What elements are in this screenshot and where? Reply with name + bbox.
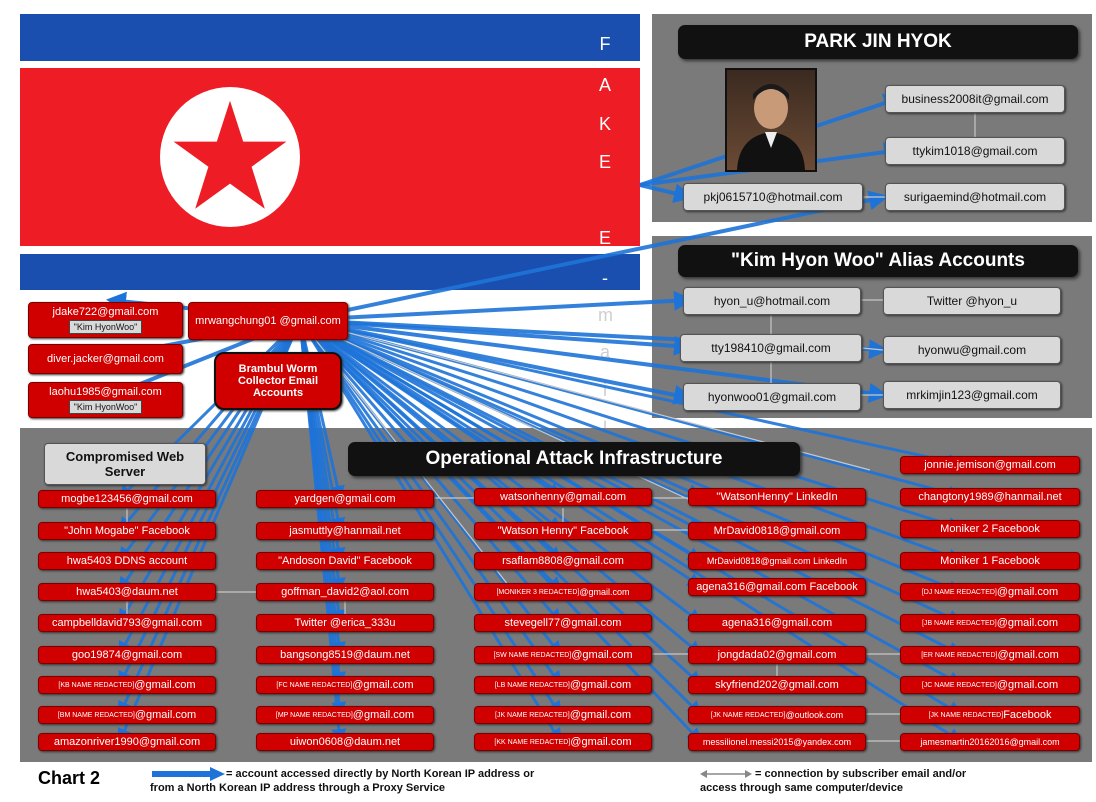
fake-label-letter: K — [598, 114, 611, 134]
blue-access-arrow — [299, 318, 703, 656]
person-icon — [737, 84, 805, 170]
fake-label-letter: m — [598, 305, 613, 325]
ops-account: skyfriend202@gmail.com — [688, 676, 866, 694]
ops-account: jamesmartin20162016@gmail.com — [900, 733, 1080, 751]
fake-label-letter: E — [598, 152, 611, 172]
ops-account: changtony1989@hanmail.net — [900, 488, 1080, 506]
ops-account: [DJ NAME REDACTED]@gmail.com — [900, 583, 1080, 601]
gray-connector-line — [861, 347, 884, 351]
ops-account: hwa5403 DDNS account — [38, 552, 216, 570]
gray-connector-legend-icon — [700, 770, 752, 778]
ops-account: "Andoson David" Facebook — [256, 552, 434, 570]
ops-account: [ER NAME REDACTED]@gmail.com — [900, 646, 1080, 664]
chart-label: Chart 2 — [38, 768, 101, 788]
ops-account: Moniker 2 Facebook — [900, 520, 1080, 538]
star-icon — [173, 100, 287, 209]
ops-account: MrDavid0818@gmail.com LinkedIn — [688, 552, 866, 570]
ops-account: [JK NAME REDACTED]@gmail.com — [474, 706, 652, 724]
laohu1985-email: laohu1985@gmail.com "Kim HyonWoo" — [28, 382, 183, 418]
fake-label-letter: E — [598, 228, 611, 248]
suspect-photo — [725, 68, 817, 172]
blue-access-arrow — [639, 183, 694, 203]
fake-label-letter: A — [598, 75, 611, 95]
ops-account: Twitter @erica_333u — [256, 614, 434, 632]
diver-jacker-email: diver.jacker@gmail.com — [28, 344, 183, 374]
blue-legend-text-2: from a North Korean IP address through a… — [150, 782, 446, 794]
ops-account: jasmuttly@hanmail.net — [256, 522, 434, 540]
surigaemind-email: surigaemind@hotmail.com — [885, 183, 1065, 211]
blue-access-arrow — [299, 318, 889, 403]
ops-account: [KK NAME REDACTED]@gmail.com — [474, 733, 652, 751]
ops-account: [JK NAME REDACTED] Facebook — [900, 706, 1080, 724]
gray-legend-text-2: access through same computer/device — [700, 782, 903, 794]
gray-legend-text-1: = connection by subscriber email and/or — [755, 768, 967, 780]
ops-account: [MP NAME REDACTED]@gmail.com — [256, 706, 434, 724]
operational-title: Operational Attack Infrastructure — [348, 442, 800, 476]
ops-account: mogbe123456@gmail.com — [38, 490, 216, 508]
hyon-u-email: hyon_u@hotmail.com — [683, 287, 861, 315]
fake-label-letter: - — [602, 268, 608, 288]
twitter-hyon-u: Twitter @hyon_u — [883, 287, 1061, 315]
blue-access-arrow — [299, 190, 889, 322]
business2008it-email: business2008it@gmail.com — [885, 85, 1065, 113]
ops-account: agena316@gmail.com — [688, 614, 866, 632]
brambul-worm-collector-label: Brambul Worm Collector Email Accounts — [214, 352, 342, 410]
ops-account: jonnie.jemison@gmail.com — [900, 456, 1080, 474]
blue-access-arrow — [299, 318, 963, 563]
ops-account: "John Mogabe" Facebook — [38, 522, 216, 540]
ops-account: hwa5403@daum.net — [38, 583, 216, 601]
jdake722-email: jdake722@gmail.com "Kim HyonWoo" — [28, 302, 183, 338]
fake-label-letter: i — [603, 380, 607, 400]
ops-account: jongdada02@gmail.com — [688, 646, 866, 664]
blue-legend-text-1: = account accessed directly by North Kor… — [226, 768, 535, 780]
ops-account: Moniker 1 Facebook — [900, 552, 1080, 570]
ops-account: [LB NAME REDACTED]@gmail.com — [474, 676, 652, 694]
fake-label-letter: a — [599, 342, 610, 362]
pkj0615710-email: pkj0615710@hotmail.com — [683, 183, 863, 211]
ops-account: "Watson Henny" Facebook — [474, 522, 652, 540]
ops-account: amazonriver1990@gmail.com — [38, 733, 216, 751]
ops-account: campbelldavid793@gmail.com — [38, 614, 216, 632]
park-title: PARK JIN HYOK — [678, 25, 1078, 59]
mrwangchung01-email: mrwangchung01 @gmail.com — [188, 302, 348, 340]
north-korea-flag — [20, 14, 640, 290]
ops-account: goo19874@gmail.com — [38, 646, 216, 664]
ops-account: rsaflam8808@gmail.com — [474, 552, 652, 570]
fake-label-letter: F — [599, 34, 611, 54]
ops-account: stevegell77@gmail.com — [474, 614, 652, 632]
ops-account: uiwon0608@daum.net — [256, 733, 434, 751]
ops-account: agena316@gmail.com Facebook — [688, 578, 866, 596]
mrkimjin123-email: mrkimjin123@gmail.com — [883, 381, 1061, 409]
ops-account: [SW NAME REDACTED]@gmail.com — [474, 646, 652, 664]
ops-account: [MONIKER 3 REDACTED]@gmail.com — [474, 583, 652, 601]
ops-account: [KB NAME REDACTED]@gmail.com — [38, 676, 216, 694]
ops-account: MrDavid0818@gmail.com — [688, 522, 866, 540]
ops-account: [JB NAME REDACTED]@gmail.com — [900, 614, 1080, 632]
ops-account: messilionel.messi2015@yandex.com — [688, 733, 866, 751]
blue-access-arrow — [299, 318, 963, 656]
ops-account: watsonhenny@gmail.com — [474, 488, 652, 506]
alias-title: "Kim Hyon Woo" Alias Accounts — [678, 245, 1078, 277]
ops-account: bangsong8519@daum.net — [256, 646, 434, 664]
ops-account: [BM NAME REDACTED]@gmail.com — [38, 706, 216, 724]
blue-access-arrow — [299, 318, 963, 469]
tty198410-email: tty198410@gmail.com — [680, 334, 862, 362]
compromised-web-server: Compromised Web Server — [44, 443, 206, 485]
hyonwu-email: hyonwu@gmail.com — [883, 336, 1061, 364]
ops-account: "WatsonHenny" LinkedIn — [688, 488, 866, 506]
blue-access-arrow — [299, 290, 694, 322]
blue-arrow-legend-icon — [152, 767, 225, 781]
ops-account: [JK NAME REDACTED]@outlook.com — [688, 706, 866, 724]
ops-account: goffman_david2@aol.com — [256, 583, 434, 601]
ops-account: [JC NAME REDACTED]@gmail.com — [900, 676, 1080, 694]
hyonwoo01-email: hyonwoo01@gmail.com — [683, 383, 861, 411]
ttykim1018-email: ttykim1018@gmail.com — [885, 137, 1065, 165]
ops-account: yardgen@gmail.com — [256, 490, 434, 508]
ops-account: [FC NAME REDACTED]@gmail.com — [256, 676, 434, 694]
